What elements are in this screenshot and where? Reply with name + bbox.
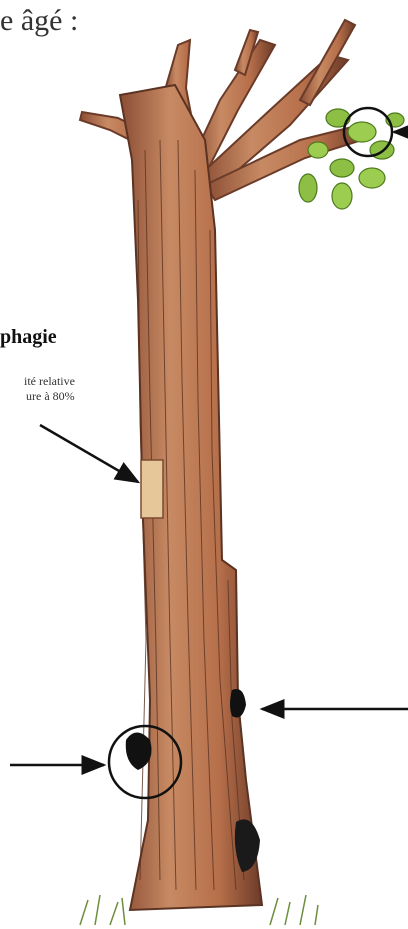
foliage [299, 109, 404, 209]
bark-panel [141, 460, 163, 518]
arrow-to-bark-panel [40, 425, 138, 482]
trunk-cavity [126, 733, 152, 771]
trunk-wound [230, 689, 246, 718]
